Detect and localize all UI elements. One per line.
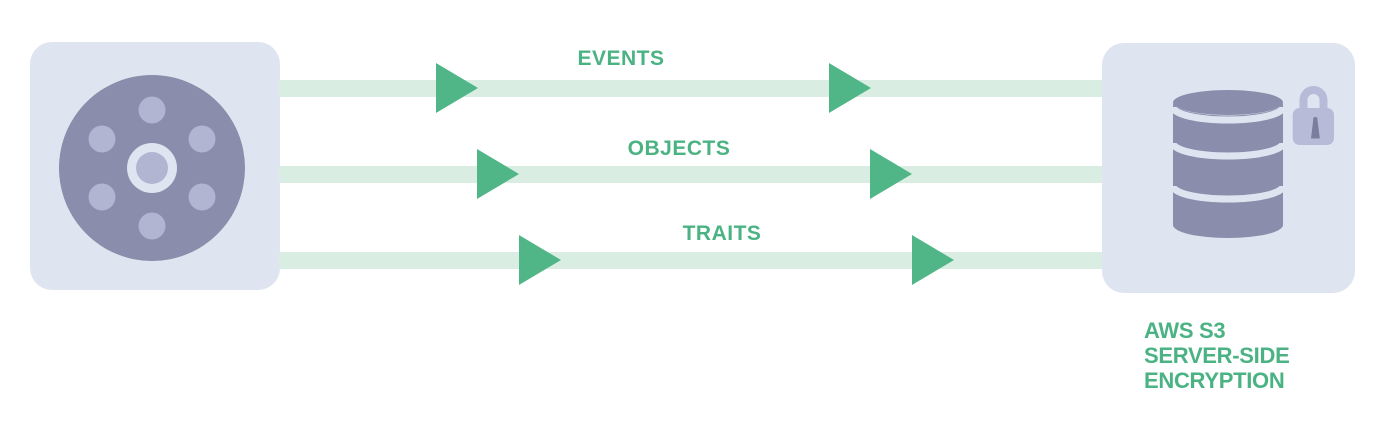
caption-line: ENCRYPTION: [1144, 368, 1285, 393]
arrowhead-icon: [519, 235, 561, 285]
flow-label-traits: TRAITS: [682, 222, 762, 245]
arrowhead-icon: [436, 63, 478, 113]
caption-line: SERVER-SIDE: [1144, 343, 1290, 368]
flow-band-objects: [279, 166, 1102, 183]
arrowhead-icon: [870, 149, 912, 199]
flow-band-events: [279, 80, 1102, 97]
lock-icon: [1292, 86, 1334, 145]
arrowhead-icon: [477, 149, 519, 199]
flow-band-traits: [279, 252, 1102, 269]
database-lock-icon: [1169, 86, 1334, 238]
flow-label-events: EVENTS: [577, 47, 665, 70]
database-icon: [1169, 90, 1287, 238]
destination-caption: AWS S3 SERVER-SIDE ENCRYPTION: [1144, 318, 1290, 393]
caption-line: AWS S3: [1144, 318, 1226, 343]
destination-tile: [1102, 43, 1355, 293]
arrowhead-icon: [912, 235, 954, 285]
film-reel-icon: [59, 75, 245, 261]
arrowhead-icon: [829, 63, 871, 113]
source-tile: [30, 42, 280, 290]
flow-label-objects: OBJECTS: [627, 137, 731, 160]
